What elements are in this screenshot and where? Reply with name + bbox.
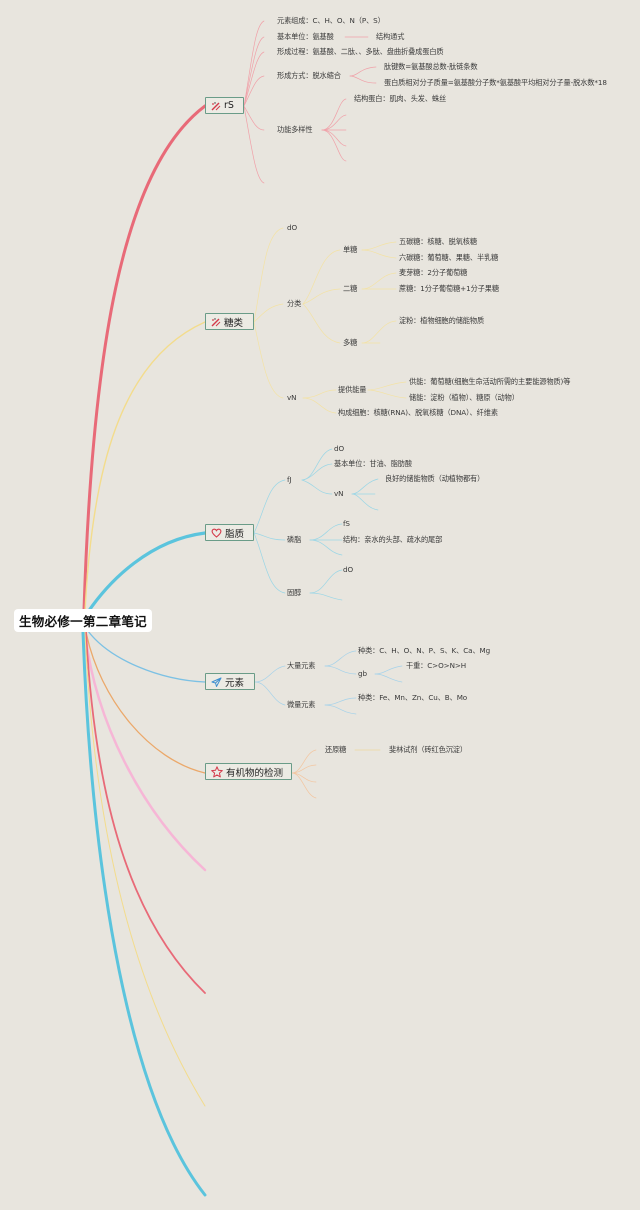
sugar-classification[interactable]: 分类 xyxy=(287,299,302,308)
lipid-phos-fs[interactable]: fS xyxy=(343,519,350,528)
element-dry-weight[interactable]: 干重：C>O>N>H xyxy=(406,661,467,670)
sugar-energy-supply[interactable]: 供能：葡萄糖(细胞生命活动所需的主要能源物质)等 xyxy=(409,377,571,386)
sugar-cell-composition[interactable]: 构成细胞：核糖(RNA)、脱氧核糖（DNA）、纤维素 xyxy=(338,408,498,417)
protein-peptide-bonds[interactable]: 肽键数=氨基酸总数-肽链条数 xyxy=(384,62,478,71)
lipid-fat-d0[interactable]: dO xyxy=(334,444,345,453)
element-micro[interactable]: 微量元素 xyxy=(287,700,316,709)
sugar-vn[interactable]: vN xyxy=(287,393,297,402)
sugar-provide-energy[interactable]: 提供能量 xyxy=(338,385,367,394)
sugar-sucrose[interactable]: 蔗糖：1分子葡萄糖+1分子果糖 xyxy=(399,284,499,293)
lipid-phospholipid[interactable]: 磷脂 xyxy=(287,535,302,544)
sugar-starch[interactable]: 淀粉：植物细胞的储能物质 xyxy=(399,316,485,325)
topic-element-label: 元素 xyxy=(225,677,245,689)
topic-sugar-label: 糖类 xyxy=(224,317,244,329)
sugar-energy-storage[interactable]: 储能：淀粉（植物）、糖原（动物） xyxy=(409,393,519,402)
branch-pink xyxy=(83,630,207,872)
protein-formation-process[interactable]: 形成过程：氨基酸、二肽、、多肽、盘曲折叠成蛋白质 xyxy=(277,47,444,56)
protein-element-composition[interactable]: 元素组成：C、H、O、N（P、S） xyxy=(277,16,385,25)
topic-detect-label: 有机物的检测 xyxy=(226,767,284,779)
protein-relative-mass[interactable]: 蛋白质相对分子质量=氨基酸分子数*氨基酸平均相对分子量-脱水数*18 xyxy=(384,78,607,87)
sugar-d0[interactable]: dO xyxy=(287,223,298,232)
protein-structure-formula[interactable]: 结构通式 xyxy=(376,32,405,41)
star-icon xyxy=(211,765,223,777)
element-macro[interactable]: 大量元素 xyxy=(287,661,316,670)
element-micro-types[interactable]: 种类：Fe、Mn、Zn、Cu、B、Mo xyxy=(358,693,468,702)
branch-element xyxy=(87,630,206,683)
topic-detect[interactable]: 有机物的检测 xyxy=(205,763,292,780)
lipid-sterol[interactable]: 固醇 xyxy=(287,588,302,597)
sugar-maltose[interactable]: 麦芽糖：2分子葡萄糖 xyxy=(399,268,468,277)
tools-icon xyxy=(211,317,221,326)
branch-blue-lower xyxy=(81,630,207,1197)
element-macro-types[interactable]: 种类：C、H、O、N、P、S、K、Ca、Mg xyxy=(358,646,491,655)
sugar-disaccharide[interactable]: 二糖 xyxy=(343,284,358,293)
detect-reducing-sugar[interactable]: 还原糖 xyxy=(325,745,347,754)
tools-icon xyxy=(211,101,221,110)
topic-protein-label: rS xyxy=(224,100,234,111)
lipid-sterol-d0[interactable]: dO xyxy=(343,565,354,574)
lipid-phos-structure[interactable]: 结构：亲水的头部、疏水的尾部 xyxy=(343,535,443,544)
branch-lipid xyxy=(86,531,207,614)
protein-function-diversity[interactable]: 功能多样性 xyxy=(277,125,313,134)
protein-structural-protein[interactable]: 结构蛋白：肌肉、头发、蛛丝 xyxy=(354,94,447,103)
topic-lipid[interactable]: 脂质 xyxy=(205,524,254,541)
branch-detect xyxy=(85,631,206,774)
paper-plane-icon xyxy=(211,677,222,687)
topic-protein[interactable]: rS xyxy=(205,97,244,114)
heart-icon xyxy=(211,528,222,538)
lipid-fat[interactable]: fJ xyxy=(287,475,292,484)
branch-protein xyxy=(82,104,207,612)
protein-formation-method[interactable]: 形成方式：脱水缩合 xyxy=(277,71,341,80)
detect-fehling[interactable]: 斐林试剂（砖红色沉淀） xyxy=(389,745,467,754)
root-title: 生物必修一第二章笔记 xyxy=(18,614,147,629)
branch-yellow-lower xyxy=(84,631,206,1107)
lipid-fat-vn[interactable]: vN xyxy=(334,489,344,498)
lipid-good-storage[interactable]: 良好的储能物质（动植物都有） xyxy=(385,474,485,483)
element-gb[interactable]: gb xyxy=(358,669,367,678)
branch-sugar xyxy=(84,321,206,613)
protein-basic-unit[interactable]: 基本单位：氨基酸 xyxy=(277,32,334,41)
lipid-fat-basic-unit[interactable]: 基本单位：甘油、脂肪酸 xyxy=(334,459,412,468)
topic-lipid-label: 脂质 xyxy=(225,528,245,540)
branch-red-lower xyxy=(85,631,206,994)
sugar-monosaccharide[interactable]: 单糖 xyxy=(343,245,358,254)
topic-sugar[interactable]: 糖类 xyxy=(205,313,254,330)
sugar-polysaccharide[interactable]: 多糖 xyxy=(343,338,358,347)
sugar-pentose[interactable]: 五碳糖：核糖、脱氧核糖 xyxy=(399,237,477,246)
sugar-hexose[interactable]: 六碳糖：葡萄糖、果糖、半乳糖 xyxy=(399,253,499,262)
root-topic[interactable]: 生物必修一第二章笔记 xyxy=(14,609,152,632)
topic-element[interactable]: 元素 xyxy=(205,673,255,690)
